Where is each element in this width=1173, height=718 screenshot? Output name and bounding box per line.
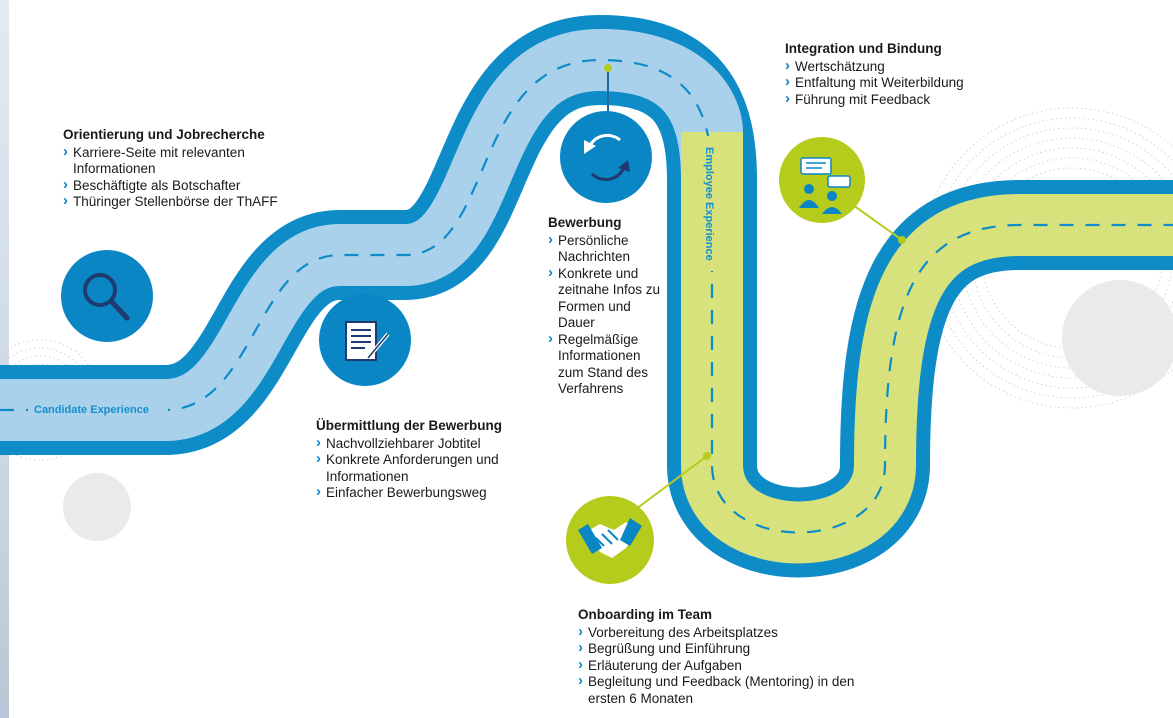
stage-title: Orientierung und Jobrecherche — [63, 127, 265, 142]
list-item: Einfacher Bewerbungsweg — [316, 484, 541, 502]
list-item: Konkrete Anforderungen und Informationen — [316, 451, 541, 485]
employee-experience-label: Employee Experience — [703, 146, 715, 261]
stage-uebermittlung: Übermittlung der Bewerbung Nachvollziehb… — [316, 418, 541, 502]
list-item: Regelmäßige Informationen zum Stand des … — [548, 331, 668, 398]
document-pen-icon — [319, 294, 411, 386]
list-item: Karriere-Seite mit relevanten Informatio… — [63, 144, 288, 178]
stage-title: Übermittlung der Bewerbung — [316, 418, 503, 433]
people-chat-icon — [779, 137, 865, 223]
stage-orientierung: Orientierung und Jobrecherche Karriere-S… — [63, 127, 288, 211]
stage-title: Onboarding im Team — [578, 607, 713, 622]
list-item: Begrüßung und Einführung — [578, 640, 868, 658]
list-item: Konkrete und zeitnahe Infos zu Formen un… — [548, 265, 668, 332]
candidate-label-bg — [28, 402, 168, 418]
list-item: Thüringer Stellenbörse der ThAFF — [63, 193, 288, 211]
stage-bewerbung: Bewerbung Persönliche Nachrichten Konkre… — [548, 215, 668, 398]
list-item: Entfaltung mit Weiterbildung — [785, 74, 1025, 92]
connector-dot-integration — [898, 236, 906, 244]
connector-dot-onboarding — [703, 452, 711, 460]
stage-title: Bewerbung — [548, 215, 622, 230]
stage-integration: Integration und Bindung Wertschätzung En… — [785, 41, 1025, 108]
list-item: Erläuterung der Aufgaben — [578, 657, 868, 675]
road-join — [598, 29, 743, 135]
employee-label-bg — [702, 136, 722, 271]
decor-circle-left — [63, 473, 131, 541]
road-centerline — [0, 58, 1173, 534]
list-item: Führung mit Feedback — [785, 91, 1025, 109]
list-item: Persönliche Nachrichten — [548, 232, 668, 266]
connector-dot-bewerbung — [604, 64, 612, 72]
candidate-experience-label: Candidate Experience — [34, 404, 149, 416]
handshake-icon — [566, 496, 654, 584]
search-icon — [61, 250, 153, 342]
list-item: Vorbereitung des Arbeitsplatzes — [578, 624, 868, 642]
list-item: Beschäftigte als Botschafter — [63, 177, 288, 195]
refresh-icon — [560, 111, 652, 203]
stage-title: Integration und Bindung — [785, 41, 942, 56]
decor-circle-right — [1062, 280, 1173, 396]
list-item: Wertschätzung — [785, 58, 1025, 76]
list-item: Begleitung und Feedback (Mentoring) in d… — [578, 673, 868, 707]
stage-onboarding: Onboarding im Team Vorbereitung des Arbe… — [578, 607, 868, 707]
list-item: Nachvollziehbarer Jobtitel — [316, 435, 541, 453]
left-edge-strip — [0, 0, 9, 718]
